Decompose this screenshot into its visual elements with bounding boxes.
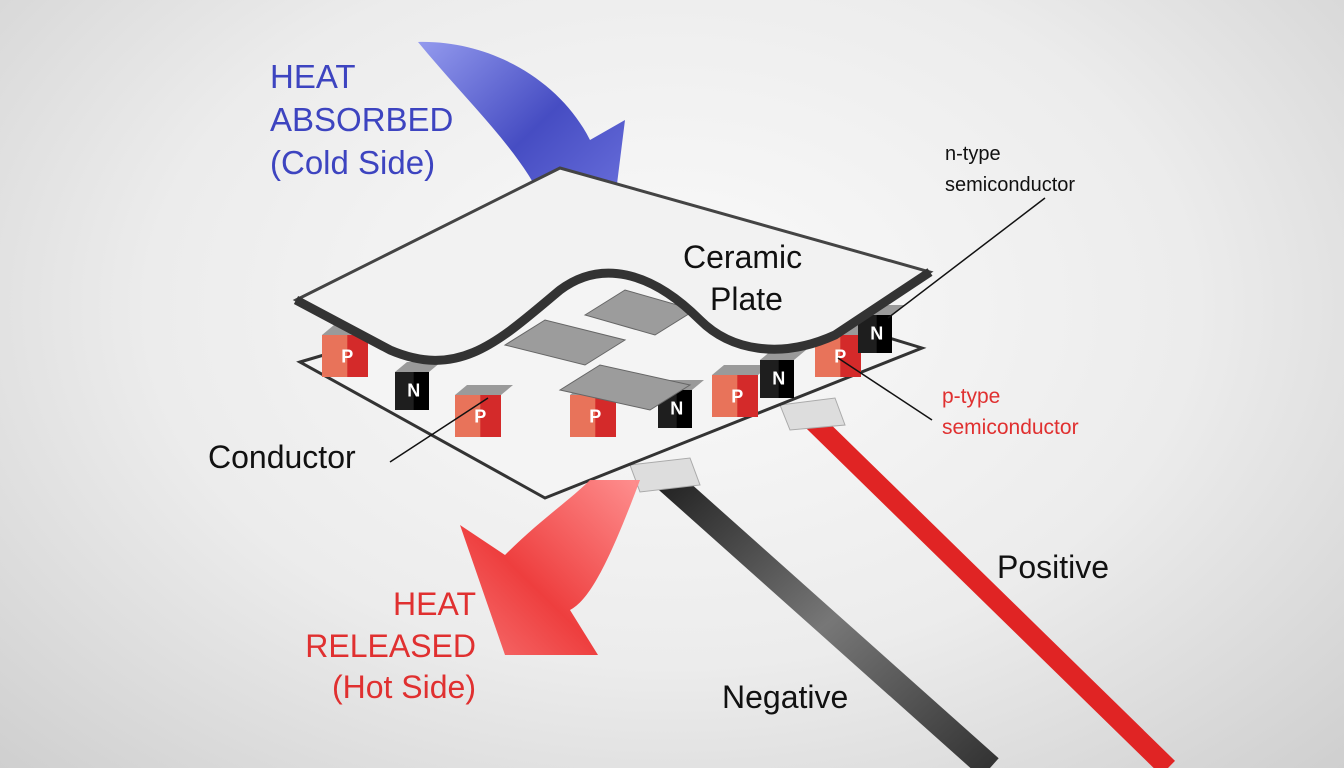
pellet-label: N (670, 399, 683, 419)
n-type-pellet: N (760, 350, 806, 398)
conductor-label: Conductor (208, 439, 356, 475)
heat-absorbed-label: HEAT ABSORBED (Cold Side) (270, 58, 453, 181)
positive-label: Positive (997, 549, 1109, 585)
pellet-label: N (407, 381, 420, 401)
pellet-label: P (834, 346, 846, 366)
pellets: P N P P N P N P N (322, 289, 904, 437)
p-type-pellet: P (712, 365, 770, 417)
p-type-pellet: P (455, 385, 513, 437)
positive-wire (805, 412, 1175, 768)
negative-label: Negative (722, 679, 848, 715)
n-type-line1: n-type (945, 143, 1001, 165)
p-type-pellet: P (322, 325, 380, 377)
conductor-slab (558, 364, 692, 411)
negative-wire (656, 468, 999, 768)
pellet-label: N (870, 324, 883, 344)
heat-absorbed-line1: HEAT (270, 58, 356, 95)
p-type-label: p-type semiconductor (942, 385, 1079, 439)
pellet-label: P (341, 346, 353, 366)
heat-released-line3: (Hot Side) (332, 669, 476, 705)
pellet-label: P (474, 406, 486, 426)
pellet-label: P (589, 406, 601, 426)
pellet-label: P (731, 386, 743, 406)
heat-released-label: HEAT RELEASED (Hot Side) (305, 586, 476, 705)
n-type-pellet: N (395, 362, 441, 410)
p-type-line2: semiconductor (942, 416, 1079, 439)
heat-released-arrow (460, 480, 640, 655)
ceramic-line2: Plate (710, 281, 783, 317)
heat-absorbed-line2: ABSORBED (270, 101, 453, 138)
heat-absorbed-line3: (Cold Side) (270, 144, 435, 181)
ceramic-plate-label: Ceramic Plate (683, 239, 802, 317)
conductor-slab (503, 319, 627, 366)
heat-released-line2: RELEASED (305, 628, 476, 664)
ceramic-line1: Ceramic (683, 239, 802, 275)
pellet-label: N (772, 369, 785, 389)
n-type-label: n-type semiconductor (945, 143, 1075, 196)
p-type-line1: p-type (942, 385, 1000, 408)
n-type-line2: semiconductor (945, 174, 1075, 196)
heat-released-line1: HEAT (393, 586, 476, 622)
